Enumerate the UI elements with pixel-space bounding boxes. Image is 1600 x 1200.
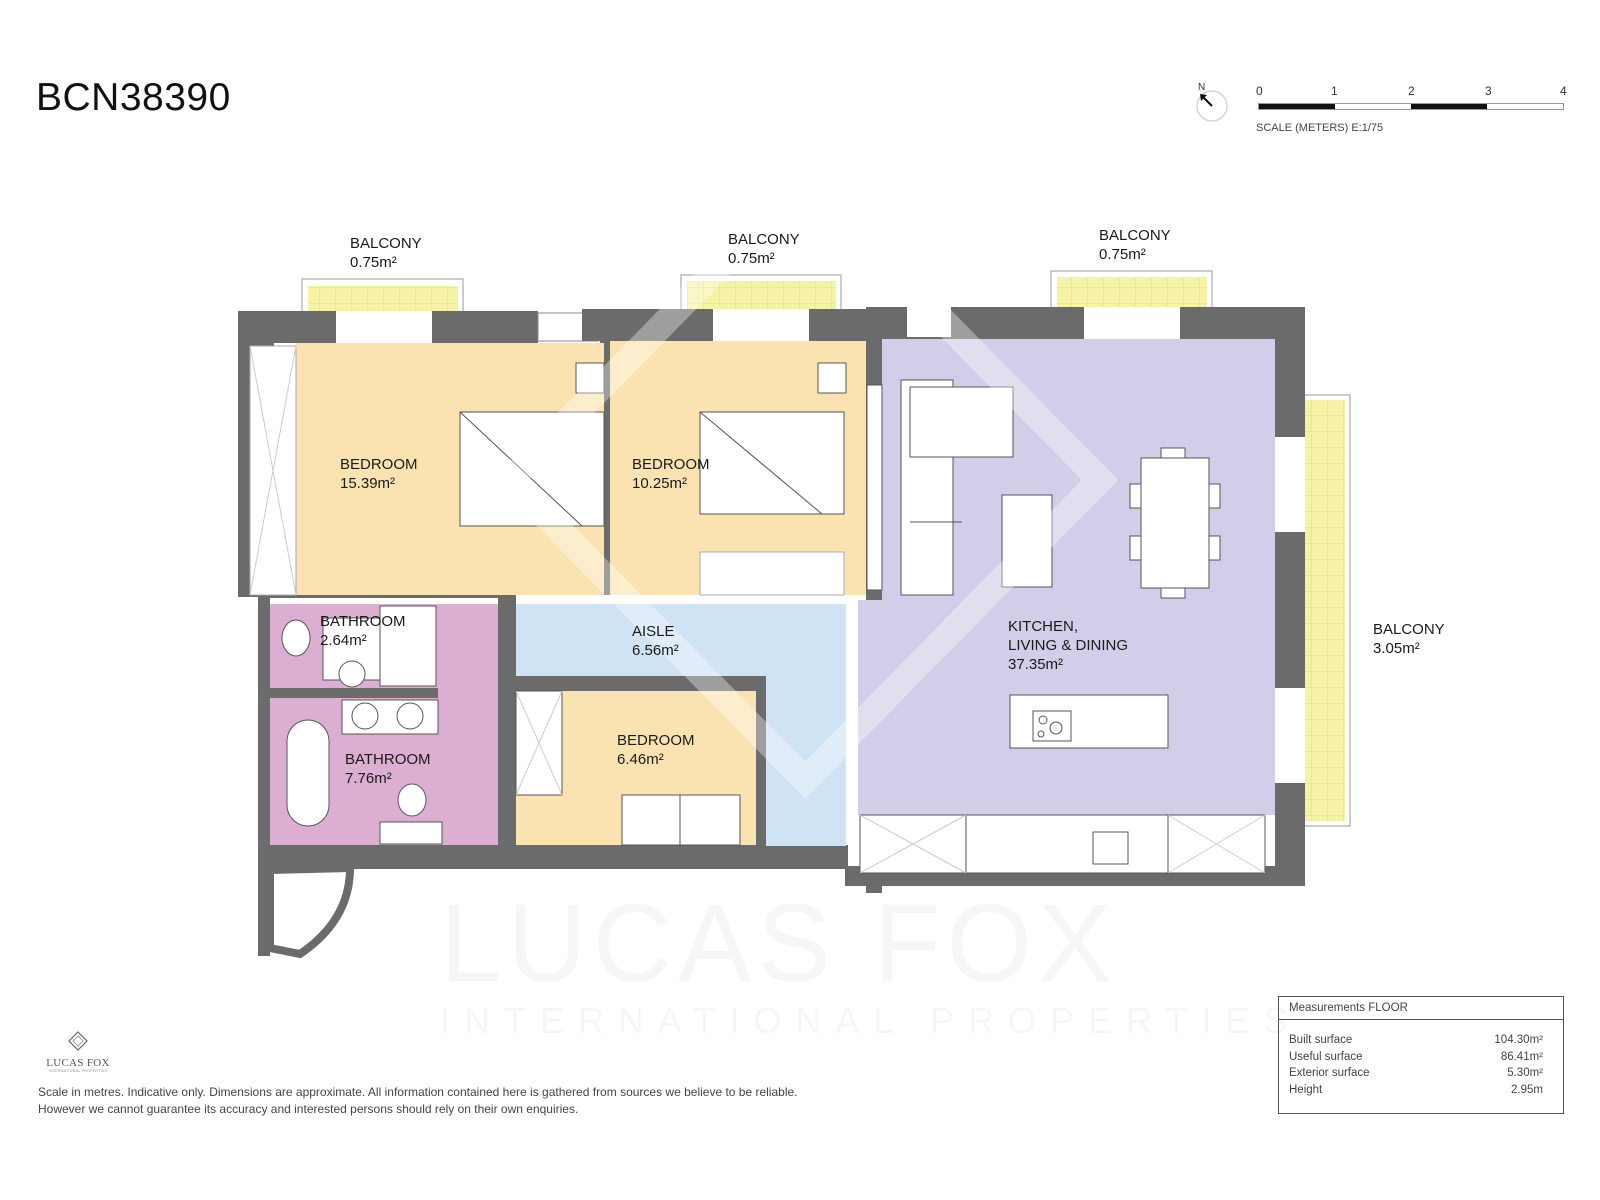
property-reference: BCN38390	[36, 76, 231, 119]
balcony-areas	[301, 270, 1351, 827]
lucas-fox-logo: LUCAS FOX INTERNATIONAL PROPERTIES	[38, 1030, 118, 1073]
scale-tick: 2	[1408, 84, 1415, 98]
disclaimer: Scale in metres. Indicative only. Dimens…	[38, 1084, 798, 1117]
disclaimer-line-1: Scale in metres. Indicative only. Dimens…	[38, 1085, 798, 1099]
scale-tick: 3	[1485, 84, 1492, 98]
scale-tick: 0	[1256, 84, 1263, 98]
scale-tick: 1	[1331, 84, 1338, 98]
north-compass-icon: N	[1192, 82, 1228, 122]
measurements-title: Measurements FLOOR	[1279, 997, 1563, 1020]
disclaimer-line-2: However we cannot guarantee its accuracy…	[38, 1101, 579, 1116]
walls	[238, 307, 1305, 956]
scale-segments	[1258, 103, 1564, 110]
logo-name: LUCAS FOX	[46, 1057, 110, 1069]
logo-diamond-icon	[68, 1031, 88, 1051]
scale-label: SCALE (METERS) E:1/75	[1256, 122, 1384, 134]
north-label: N	[1198, 82, 1206, 93]
logo-sub: INTERNATIONAL PROPERTIES	[48, 1069, 108, 1073]
scale-bar: 0 1 2 3 4 SCALE (METERS) E:1/75	[1256, 84, 1567, 144]
scale-tick: 4	[1560, 84, 1567, 98]
